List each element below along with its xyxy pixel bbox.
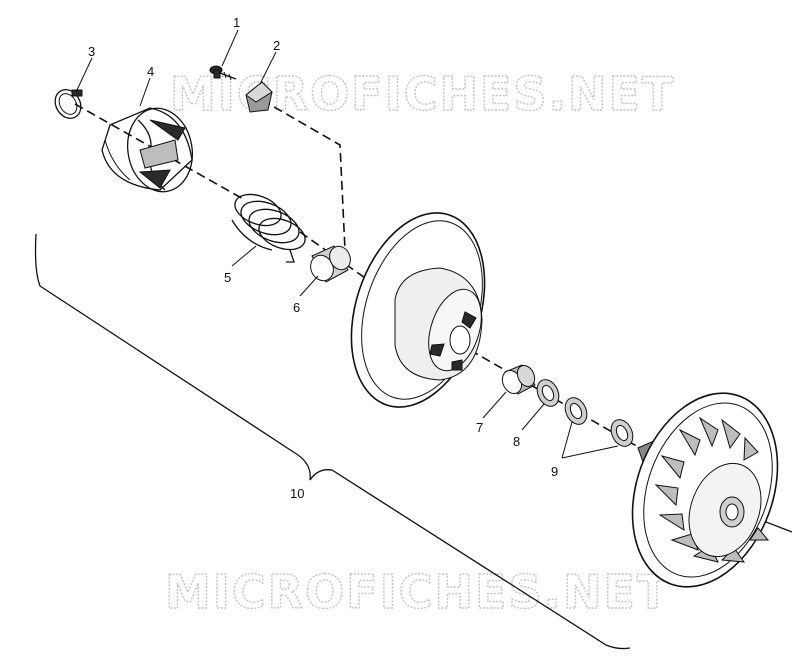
watermark-bottom: MICROFICHES.NET [165, 565, 670, 619]
callout-2: 2 [273, 38, 280, 53]
callout-4: 4 [147, 64, 154, 79]
callout-5: 5 [224, 270, 231, 285]
callout-3: 3 [88, 44, 95, 59]
callout-7: 7 [476, 420, 483, 435]
moveable-sheave [350, 212, 486, 408]
part-7-bushing [501, 364, 536, 395]
callout-10: 10 [290, 486, 304, 501]
callout-labels: 1 2 3 4 5 6 7 8 9 10 [88, 15, 558, 501]
stationary-sheave [631, 392, 779, 588]
callout-1: 1 [233, 15, 240, 30]
assembly-bracket [34, 233, 631, 650]
leader-lines [75, 29, 619, 459]
callout-8: 8 [513, 434, 520, 449]
part-8-washer [536, 379, 560, 407]
part-5-spring [231, 193, 306, 263]
part-6-bushing [310, 245, 351, 283]
part-2-slider-button [245, 81, 273, 113]
watermark-top: MICROFICHES.NET [170, 67, 675, 121]
callout-9: 9 [551, 464, 558, 479]
part-3-snap-ring [54, 89, 83, 119]
part-1-screw [209, 65, 237, 81]
part-4-helix-cam [101, 107, 193, 193]
part-9-washers [564, 397, 634, 447]
callout-6: 6 [293, 300, 300, 315]
